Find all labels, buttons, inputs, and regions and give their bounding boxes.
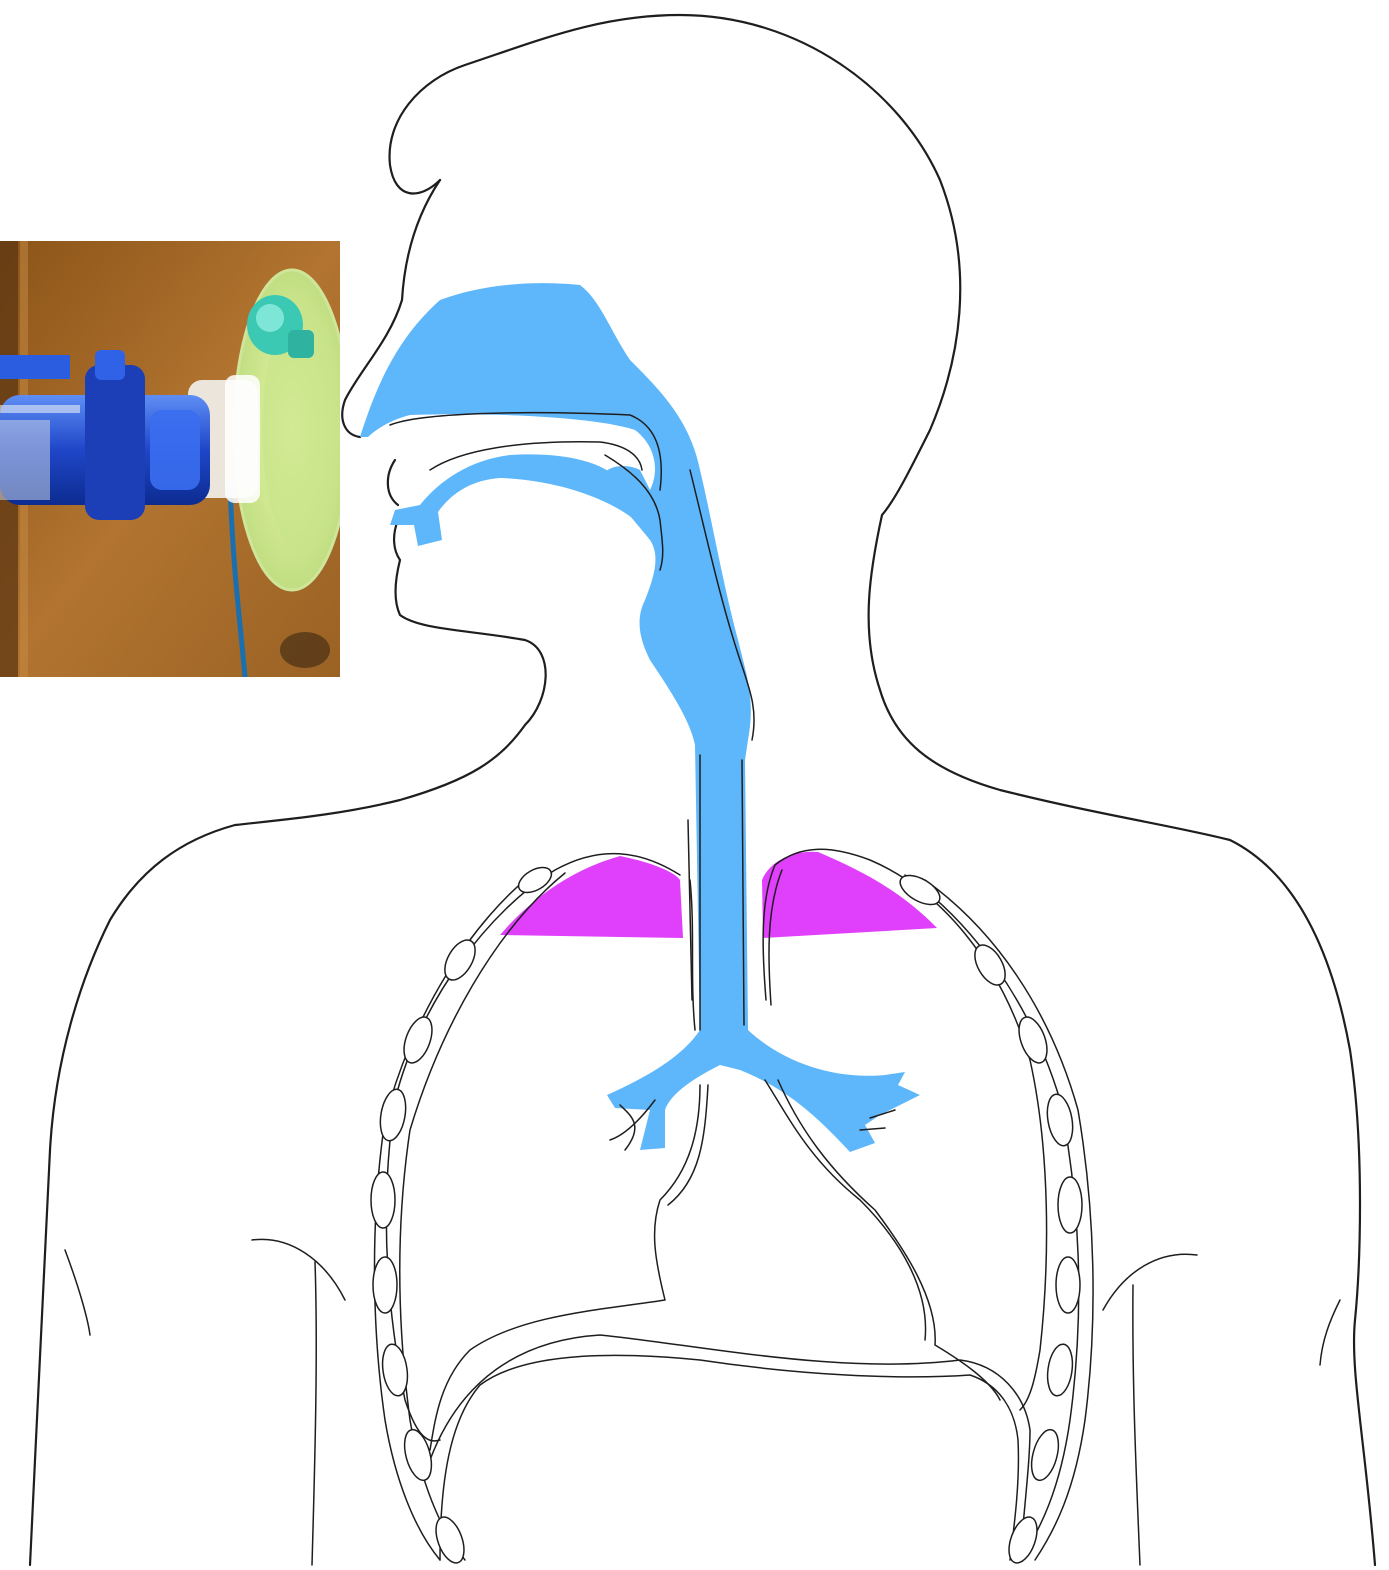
rib-segment [371,1172,395,1228]
rib-segment [1044,1343,1075,1398]
rib-segment [1056,1257,1080,1313]
oral-cavity [390,454,640,546]
rib-segment [379,1343,410,1398]
rib-segment [1027,1427,1064,1483]
nasal-cavity [360,283,920,1152]
rib-segment [377,1087,410,1142]
rib-segment [373,1257,397,1313]
airway [360,283,920,1152]
nebulizer-mask-photo [0,241,350,677]
rib-segment [1044,1092,1077,1147]
rib-segment [400,1427,437,1483]
rib-segment [1058,1177,1082,1233]
rib-segment [1014,1013,1053,1066]
diaphragm [430,1335,1030,1560]
left-lung-apex [500,856,683,938]
